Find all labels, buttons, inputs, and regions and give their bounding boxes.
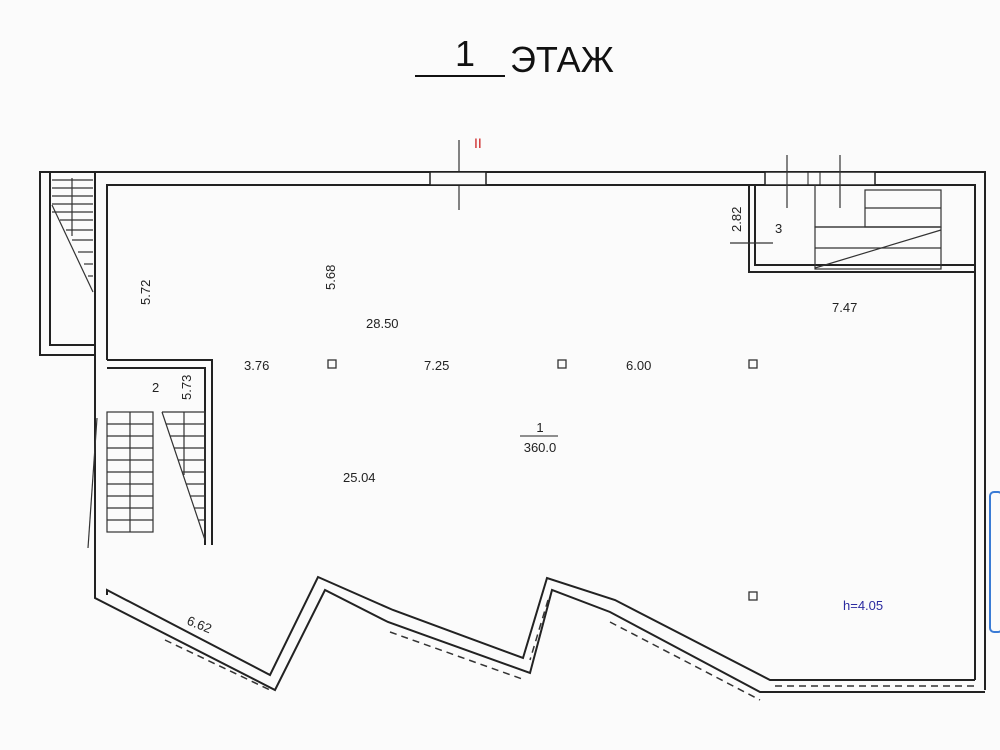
- exterior-walls: [94, 171, 986, 693]
- column: [748, 359, 758, 369]
- dim-5-72: 5.72: [138, 280, 153, 305]
- room-3-stair: [730, 155, 975, 273]
- blue-marker: [989, 491, 1000, 633]
- room-1-number: 1: [536, 420, 543, 435]
- dim-25-04: 25.04: [343, 470, 376, 485]
- dim-6-00: 6.00: [626, 358, 651, 373]
- dim-5-68: 5.68: [323, 265, 338, 290]
- dim-7-47: 7.47: [832, 300, 857, 315]
- section-mark: II: [474, 135, 482, 151]
- room-2-stair: [87, 359, 213, 549]
- dim-5-73: 5.73: [179, 375, 194, 400]
- window-openings: [164, 599, 975, 701]
- floor-word: ЭТАЖ: [510, 39, 614, 80]
- dim-28-50: 28.50: [366, 316, 399, 331]
- dim-3-76: 3.76: [244, 358, 269, 373]
- dim-2-82: 2.82: [729, 207, 744, 232]
- room-3-number: 3: [775, 221, 782, 236]
- ceiling-height: h=4.05: [843, 598, 883, 613]
- room-2-number: 2: [152, 380, 159, 395]
- column: [748, 591, 758, 601]
- column: [557, 359, 567, 369]
- floor-title: 1 ЭТАЖ: [415, 33, 614, 80]
- columns: [327, 359, 758, 601]
- column: [327, 359, 337, 369]
- room-1-area: 360.0: [524, 440, 557, 455]
- floor-number: 1: [455, 33, 475, 74]
- external-stair-left: [39, 171, 95, 356]
- dim-7-25: 7.25: [424, 358, 449, 373]
